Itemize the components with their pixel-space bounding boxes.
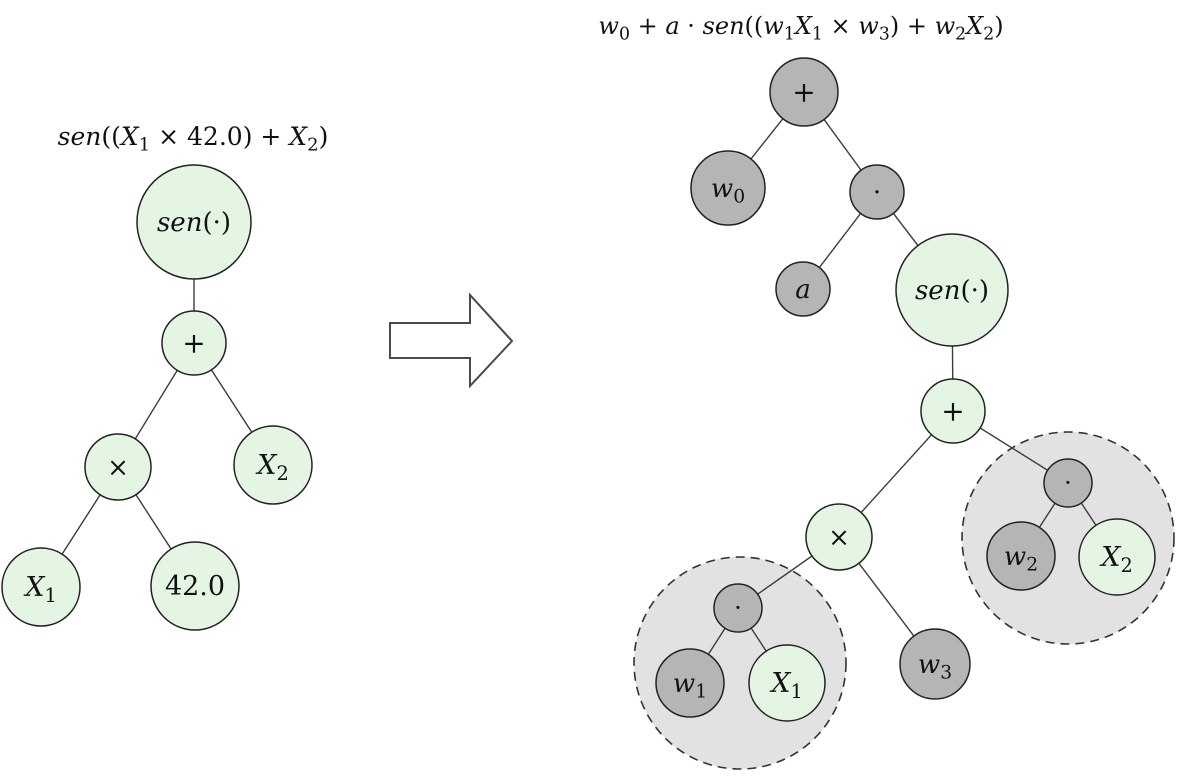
left-tree-node-label-sen: sen(·) [157, 208, 231, 238]
left-tree-node-label-c42: 42.0 [165, 571, 225, 602]
left-tree-node-c42: 42.0 [150, 541, 240, 631]
right-tree-node-root_plus: + [769, 57, 839, 127]
right-tree-node-dot_r: · [1043, 458, 1093, 508]
left-tree-node-circle-plus [161, 310, 227, 376]
right-tree-node-circle-sen [895, 233, 1009, 347]
right-tree-node-label-w0: w0 [711, 174, 745, 208]
right-tree-node-w1: w1 [655, 648, 725, 718]
right-tree-node-w3: w3 [899, 628, 971, 700]
right-tree-node-circle-a [775, 261, 831, 317]
left-tree-node-plus: + [161, 310, 227, 376]
right-tree-node-plus: + [920, 378, 986, 444]
right-tree-node-label-dot_r: · [1064, 469, 1072, 497]
right-tree-node-w0: w0 [690, 150, 766, 226]
right-tree-node-label-dot_top: · [873, 178, 881, 208]
right-tree-node-circle-w1 [655, 648, 725, 718]
right-tree-node-x1: X1 [748, 644, 826, 722]
right-tree-node-times: × [805, 503, 873, 571]
right-tree-node-circle-x2 [1078, 518, 1156, 596]
right-tree-node-label-plus: + [941, 395, 964, 428]
transformation-arrow-icon [389, 292, 514, 389]
left-tree-node-times: × [84, 433, 152, 501]
right-tree-node-w2: w2 [986, 521, 1056, 591]
left-tree-node-x1: X1 [1, 547, 81, 627]
right-tree-node-label-dot_l: · [734, 594, 742, 622]
left-tree-node-circle-x2 [233, 425, 313, 505]
right-tree-title: w0 + a · sen((w1X1 × w3) + w2X2) [598, 12, 1003, 44]
right-tree-node-circle-w3 [899, 628, 971, 700]
right-tree-node-dot_top: · [849, 164, 905, 220]
right-tree: + w0 · a sen(·) + × · w2 X2 · w1 X1 w3 [633, 57, 1175, 770]
right-tree-node-circle-dot_top [849, 164, 905, 220]
right-tree-node-a: a [775, 261, 831, 317]
right-tree-node-circle-root_plus [769, 57, 839, 127]
right-tree-node-sen: sen(·) [895, 233, 1009, 347]
right-tree-node-circle-w2 [986, 521, 1056, 591]
right-tree-node-circle-w0 [690, 150, 766, 226]
left-tree-node-circle-times [84, 433, 152, 501]
right-tree-node-label-x1: X1 [769, 668, 803, 703]
left-tree-node-circle-sen [136, 164, 252, 280]
right-tree-node-label-a: a [795, 275, 811, 305]
right-tree-node-circle-x1 [748, 644, 826, 722]
right-tree-node-label-times: × [828, 523, 850, 553]
left-tree-node-label-x1: X1 [23, 572, 57, 607]
right-tree-node-circle-plus [920, 378, 986, 444]
right-tree-node-label-root_plus: + [792, 76, 815, 109]
right-tree-node-x2: X2 [1078, 518, 1156, 596]
left-tree-node-circle-x1 [1, 547, 81, 627]
right-tree-node-circle-dot_r [1043, 458, 1093, 508]
left-tree-node-label-plus: + [182, 327, 205, 360]
right-tree-node-label-w1: w1 [673, 669, 707, 703]
left-tree-node-label-x2: X2 [255, 450, 289, 485]
left-tree-node-label-times: × [107, 453, 129, 483]
left-tree-node-circle-c42 [150, 541, 240, 631]
left-tree-node-x2: X2 [233, 425, 313, 505]
right-tree-node-label-w2: w2 [1004, 542, 1038, 576]
right-tree-node-label-x2: X2 [1099, 542, 1133, 577]
left-tree-title: sen((X1 × 42.0) + X2) [58, 122, 329, 156]
right-tree-node-label-sen: sen(·) [915, 276, 989, 306]
left-tree-node-sen: sen(·) [136, 164, 252, 280]
right-tree-node-dot_l: · [713, 583, 763, 633]
right-tree-node-label-w3: w3 [918, 650, 952, 684]
right-tree-node-circle-times [805, 503, 873, 571]
right-tree-node-circle-dot_l [713, 583, 763, 633]
